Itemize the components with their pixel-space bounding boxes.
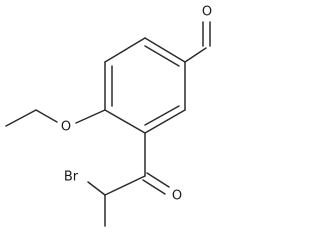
chemical-structure-diagram: O O O Br bbox=[5, 5, 212, 227]
ketone-oxygen-label: O bbox=[172, 189, 182, 204]
bromine-label: Br bbox=[64, 170, 79, 185]
ring-bond-top-left bbox=[104, 37, 146, 63]
ch2-to-ch3-bond bbox=[5, 109, 37, 127]
aldehyde-c-bond bbox=[184, 47, 207, 63]
carbonyl-to-chbr-bond bbox=[104, 175, 146, 196]
ketone-co-double-bond-a bbox=[146, 172, 170, 188]
ether-oxygen-to-ch2-bond bbox=[35, 109, 58, 123]
ring-to-ether-oxygen-bond bbox=[75, 109, 106, 124]
benzene-ring bbox=[104, 37, 186, 134]
aldehyde-group: O bbox=[184, 5, 212, 63]
chbr-to-bromine-bond bbox=[87, 181, 106, 196]
ring-bond-bottom-left bbox=[104, 109, 146, 134]
ring-double-bond-top-right bbox=[144, 45, 180, 67]
ether-oxygen-label: O bbox=[61, 120, 71, 135]
ketone-co-double-bond-b bbox=[142, 179, 166, 195]
bromopropanoyl-group: O Br bbox=[64, 132, 182, 227]
ring-bond-top-right bbox=[144, 37, 186, 63]
ethoxy-group: O bbox=[5, 109, 106, 135]
aldehyde-oxygen-label: O bbox=[202, 5, 212, 20]
ring-double-bond-bottom-right bbox=[144, 105, 180, 126]
ring-bond-bottom-right bbox=[144, 109, 186, 134]
